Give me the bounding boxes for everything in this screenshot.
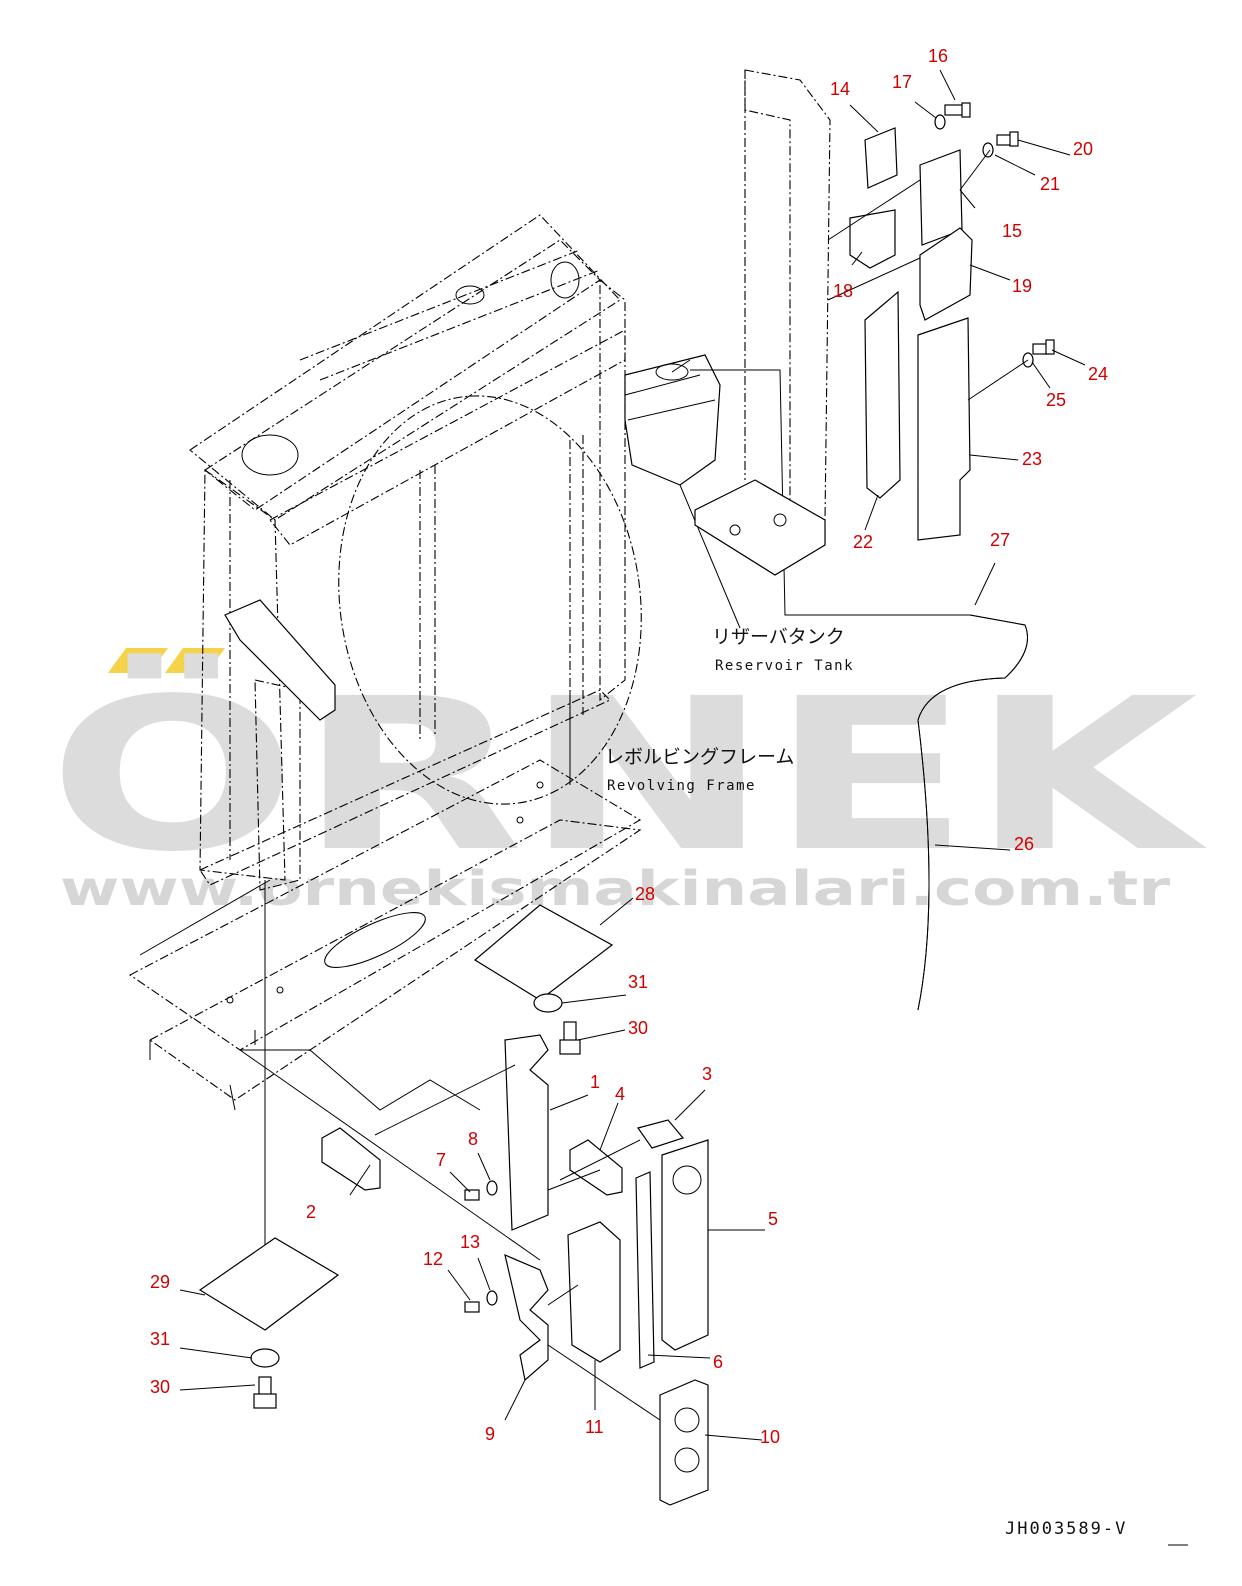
bolt-24 [1032, 339, 1055, 355]
bolt-7 [464, 1189, 480, 1201]
part-10 [659, 1379, 709, 1506]
callout-23: 23 [1022, 449, 1042, 469]
part-29 [198, 1237, 340, 1331]
callout-4: 4 [615, 1084, 625, 1104]
callout-22: 22 [853, 532, 873, 552]
callout-30-lower: 30 [150, 1377, 170, 1397]
washer-13 [486, 1290, 498, 1306]
reservoir-tank-label-en: Reservoir Tank [715, 658, 854, 674]
watermark: ÖRNEK www.ornekismakinalari.com.tr [48, 648, 1208, 917]
bolt-20 [996, 131, 1019, 147]
part-4 [569, 1139, 623, 1196]
callout-26: 26 [1014, 834, 1034, 854]
callout-10: 10 [760, 1427, 780, 1447]
callout-11: 11 [585, 1417, 604, 1437]
callout-25: 25 [1046, 390, 1066, 410]
part-3 [637, 1119, 685, 1149]
part-1 [504, 1034, 549, 1231]
watermark-accent-left [108, 648, 168, 673]
revolving-frame-plate [128, 690, 642, 1300]
reservoir-tank [624, 354, 970, 629]
washer-31a [533, 993, 563, 1013]
lower-parts [198, 904, 709, 1506]
part-11 [567, 1221, 621, 1363]
callout-6: 6 [713, 1352, 723, 1372]
callout-16: 16 [928, 46, 948, 66]
part-19 [919, 227, 973, 321]
part-9 [504, 1253, 549, 1382]
washer-21 [982, 142, 994, 158]
callout-numbers: 1 2 3 4 5 6 7 8 9 10 11 12 13 14 15 16 1… [150, 46, 1108, 1447]
callout-14: 14 [830, 79, 850, 99]
callout-17: 17 [892, 72, 912, 92]
washer-8 [486, 1180, 498, 1196]
upper-right-parts [827, 102, 1055, 541]
part-14 [864, 127, 898, 189]
text-labels: リザーバタンク Reservoir Tank レボルビングフレーム Revolv… [605, 626, 1188, 1546]
part-28 [473, 904, 614, 1001]
callout-1: 1 [590, 1072, 600, 1092]
callout-5: 5 [768, 1209, 778, 1229]
callout-30-upper: 30 [628, 1018, 648, 1038]
part-5 [661, 1139, 709, 1351]
part-6 [635, 1171, 655, 1369]
callout-3: 3 [702, 1064, 712, 1084]
leader-lines [179, 69, 1086, 1441]
callout-7: 7 [436, 1150, 446, 1170]
bolt-12 [464, 1301, 480, 1313]
callout-24: 24 [1088, 364, 1108, 384]
callout-12: 12 [423, 1249, 443, 1269]
bolt-16 [944, 102, 971, 118]
callout-13: 13 [460, 1232, 480, 1252]
washer-31b [250, 1348, 280, 1368]
bolt-30a [559, 1021, 581, 1055]
callout-9: 9 [485, 1424, 495, 1444]
callout-18: 18 [833, 281, 853, 301]
part-23 [917, 317, 971, 541]
upper-bracket [694, 69, 831, 576]
part-22 [864, 290, 901, 499]
callout-31-lower: 31 [150, 1329, 170, 1349]
watermark-logo: ÖRNEK [48, 652, 1208, 898]
callout-29: 29 [150, 1272, 170, 1292]
callout-20: 20 [1073, 139, 1093, 159]
callout-31-upper: 31 [628, 972, 648, 992]
revolving-frame-label-en: Revolving Frame [607, 778, 756, 794]
callout-21: 21 [1040, 174, 1060, 194]
revolving-frame-label-jp: レボルビングフレーム [605, 746, 794, 768]
bolt-30b [253, 1376, 277, 1409]
radiator-assembly [189, 214, 642, 891]
drawing-id: JH003589-V [1005, 1519, 1127, 1539]
watermark-url: www.ornekismakinalari.com.tr [60, 861, 1170, 917]
washer-17 [934, 114, 946, 130]
hose-26 [917, 614, 1028, 1011]
callout-15: 15 [1002, 221, 1022, 241]
reservoir-tank-label-jp: リザーバタンク [712, 626, 845, 648]
callout-8: 8 [468, 1129, 478, 1149]
part-2 [321, 1127, 381, 1191]
callout-2: 2 [306, 1202, 316, 1222]
callout-27: 27 [990, 530, 1010, 550]
watermark-accent-right [165, 648, 225, 673]
callout-28: 28 [635, 884, 655, 904]
callout-19: 19 [1012, 276, 1032, 296]
